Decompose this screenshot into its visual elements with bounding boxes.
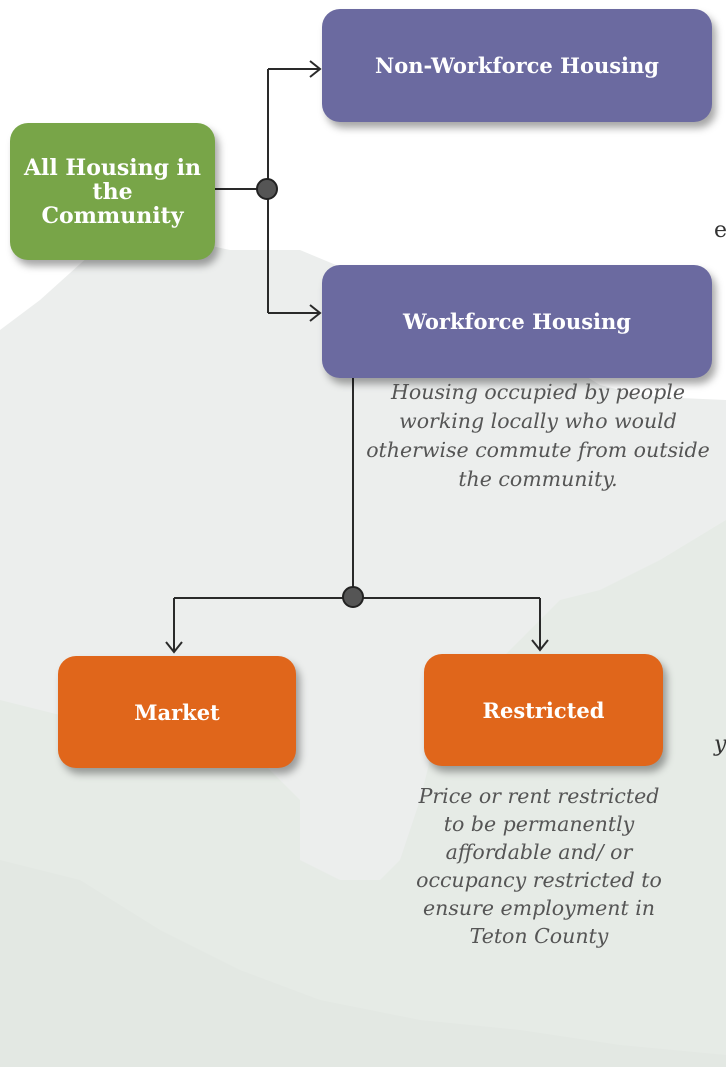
- node-workforce-housing: Workforce Housing: [322, 265, 712, 378]
- junction-dot-top: [256, 178, 278, 200]
- node-restricted: Restricted: [424, 654, 663, 766]
- node-all-housing: All Housing in the Community: [10, 123, 215, 260]
- junction-dot-bottom: [342, 586, 364, 608]
- node-non-workforce-label: Non-Workforce Housing: [375, 53, 659, 78]
- node-non-workforce-housing: Non-Workforce Housing: [322, 9, 712, 122]
- node-workforce-label: Workforce Housing: [403, 309, 631, 334]
- node-market: Market: [58, 656, 296, 768]
- cropped-text-fragment-upper: e: [714, 218, 726, 243]
- workforce-description: Housing occupied by people working local…: [366, 380, 710, 491]
- cropped-text-fragment-lower: y: [714, 732, 726, 757]
- node-market-label: Market: [134, 699, 220, 725]
- node-all-housing-label: All Housing in the Community: [23, 154, 202, 229]
- node-restricted-label: Restricted: [482, 697, 605, 723]
- restricted-description: Price or rent restricted to be permanent…: [416, 784, 662, 948]
